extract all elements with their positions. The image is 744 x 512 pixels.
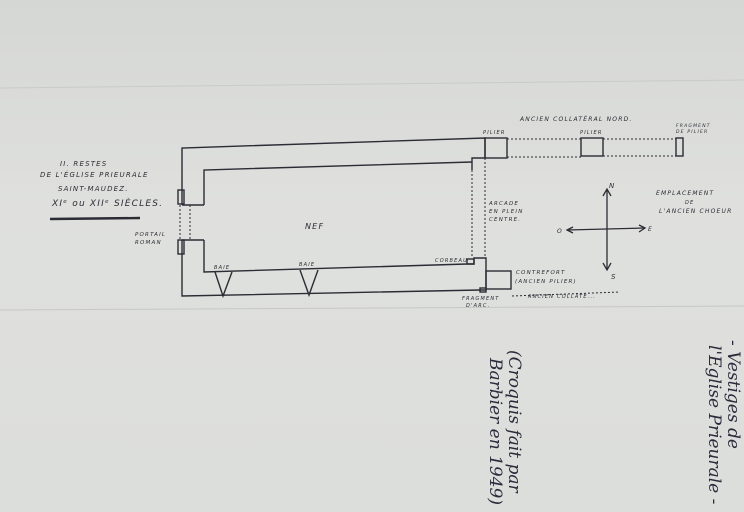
label-emplacement-2: DE [685,200,694,206]
contrefort [485,270,512,290]
corbeau [466,258,475,265]
portal-jamb-north [177,189,185,205]
label-pilier-1: PILIER [483,130,506,136]
handwritten-note-vestiges: - Vestiges de l'Eglise Prieurale - [704,340,743,505]
label-fragment-pilier-1: FRAGMENT [676,123,711,129]
note-line: - Vestiges de [723,340,743,449]
baie-2 [299,269,319,298]
south-wall-inner [203,240,487,290]
label-contrefort-2: (ANCIEN PILIER) [515,279,577,285]
south-arrowhead [602,262,612,272]
label-baie-1: BAIE [214,265,230,271]
compass-rose [565,187,647,272]
east-arrowhead [638,224,647,233]
label-corbeau: CORBEAU [435,258,468,264]
label-fragment-arc-1: FRAGMENT [462,296,500,302]
portal-jamb-south [177,239,185,255]
fragment-pilier [675,137,684,157]
label-pilier-2: PILIER [580,130,603,136]
compass-oe-arrow [566,227,646,231]
note-line: Barbier en 1949) [485,358,505,505]
label-emplacement-1: EMPLACEMENT [656,190,714,197]
label-collateral-sud: ANCIEN COLLATÉ... [527,292,596,300]
label-baie-2: BAIE [299,262,315,268]
north-wall-inner [203,161,473,205]
compass-n-label: N [609,182,615,190]
label-fragment-pilier-2: DE PILIER [676,129,708,135]
label-nef: NEF [305,222,324,231]
fold-line [0,305,744,311]
label-arcade-2: EN PLEIN [489,209,524,215]
label-fragment-arc-2: D'ARC. [466,303,490,309]
pilier-2 [580,137,604,157]
north-arrowhead [602,187,612,197]
compass-s-label: S [611,273,617,281]
label-portail-2: ROMAN [135,240,162,246]
label-collateral-nord: ANCIEN COLLATÉRAL NORD. [519,115,633,123]
title-line-4: XIᵉ ou XIIᵉ SIÈCLES. [51,197,163,209]
note-line: (Croquis fait par [504,350,524,493]
fragment-arc [479,287,487,293]
label-contrefort-1: CONTREFORT [516,270,566,276]
label-portail-1: PORTAIL [135,232,166,238]
title-line-2: DE L'ÉGLISE PRIEURALE [40,170,149,179]
title-line-3: SAINT-MAUDEZ. [58,185,129,193]
title-line-1: II. RESTES [60,160,107,168]
note-line: l'Eglise Prieurale - [704,345,724,505]
title-underline [49,216,141,221]
handwritten-note-croquis: (Croquis fait par Barbier en 1949) [485,350,524,505]
compass-o-label: O [557,228,563,235]
label-emplacement-3: L'ANCIEN CHOEUR [659,208,733,215]
compass-e-label: E [648,226,653,233]
pilier-1 [484,137,508,159]
north-wall-outer [181,137,486,205]
south-wall-outer [181,240,486,297]
label-arcade-1: ARCADE [488,201,519,207]
label-arcade-3: CENTRE. [489,217,521,223]
baie-1 [214,271,233,299]
west-arrowhead [565,226,574,234]
fold-line [0,79,744,89]
